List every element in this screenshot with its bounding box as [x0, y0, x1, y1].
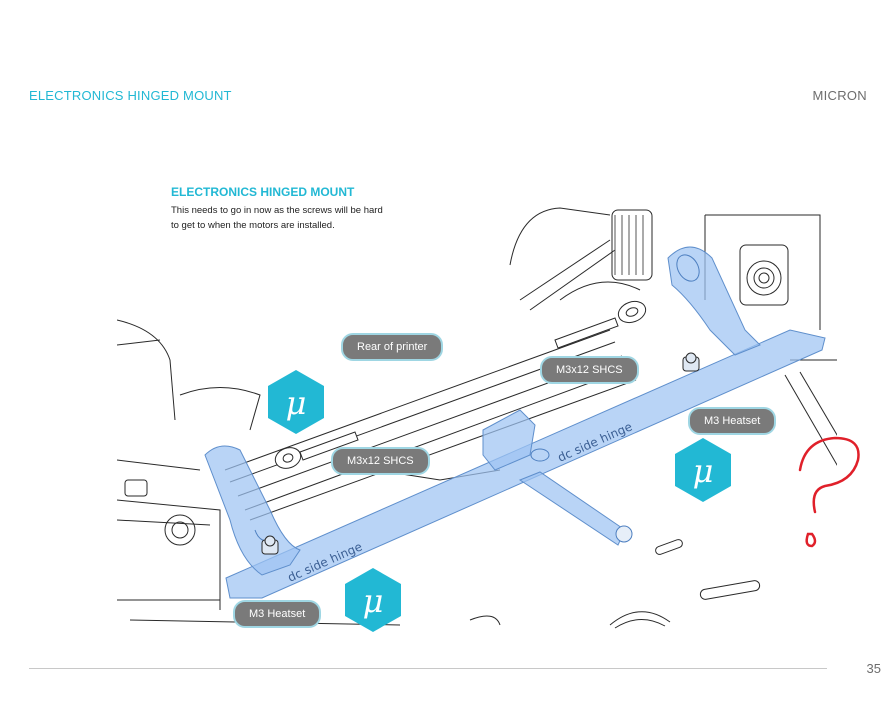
svg-text:μ: μ	[363, 582, 384, 620]
micron-hex-icon: μ	[675, 438, 731, 502]
page-number: 35	[866, 661, 881, 676]
instruction-body: This needs to go in now as the screws wi…	[171, 205, 383, 231]
instruction-title: ELECTRONICS HINGED MOUNT	[171, 185, 355, 199]
callout-m3x12-shcs-right: M3x12 SHCS	[540, 356, 639, 384]
micron-hex-icon: μ	[345, 568, 401, 632]
callout-m3-heatset-right: M3 Heatset	[688, 407, 777, 435]
m3-heatset-right	[682, 352, 700, 372]
micron-hex-icon: μ	[268, 370, 324, 434]
motor-pulley	[509, 207, 653, 311]
m3-heatset-left	[261, 535, 279, 555]
callout-m3-heatset-left: M3 Heatset	[233, 600, 322, 628]
callout-m3x12-shcs-left: M3x12 SHCS	[331, 447, 430, 475]
callout-rear-of-printer: Rear of printer	[341, 333, 444, 361]
m3x12-screw-right	[554, 300, 647, 349]
m3x12-screw-left	[274, 431, 359, 469]
svg-text:μ: μ	[286, 384, 307, 422]
svg-text:μ: μ	[693, 452, 714, 490]
section-title: ELECTRONICS HINGED MOUNT	[29, 88, 232, 103]
footer-divider	[29, 668, 827, 669]
question-mark-annotation	[798, 436, 860, 548]
dc-side-hinge-part	[204, 246, 826, 599]
brand-name: MICRON	[812, 88, 867, 103]
